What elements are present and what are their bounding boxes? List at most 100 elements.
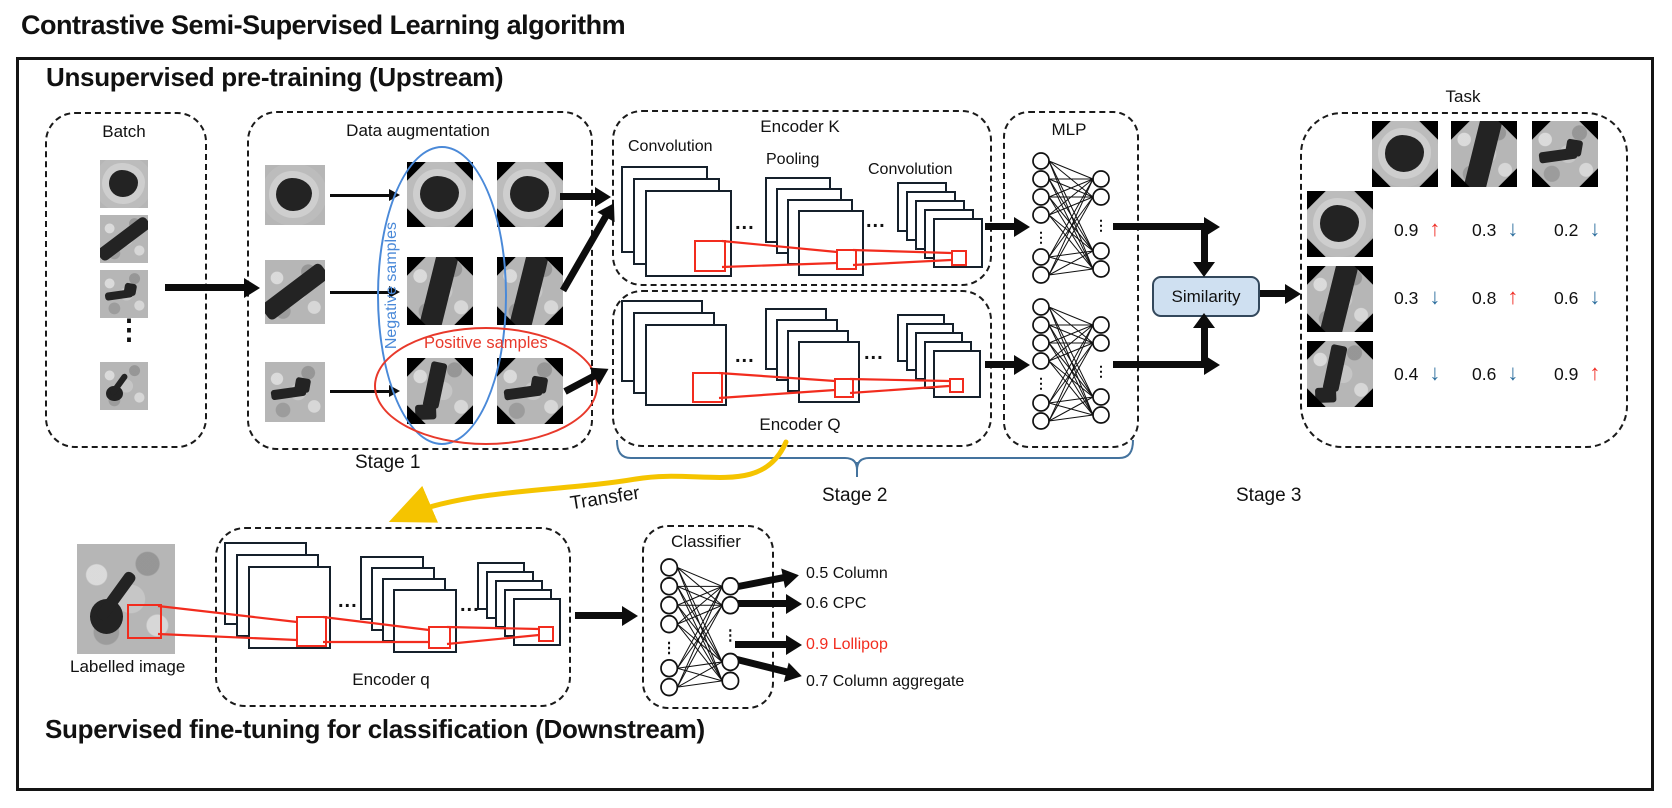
arrowhead-down-icon	[1193, 262, 1215, 277]
similarity-value: 0.8	[1472, 287, 1497, 308]
batch-box	[45, 112, 207, 448]
task-label: Task	[1445, 87, 1481, 106]
encoder-q-downstream-label: Encoder q	[352, 670, 430, 689]
similarity-value: 0.9	[1394, 219, 1419, 240]
arrow-mlp-bottom-vertical	[1201, 328, 1208, 368]
feature-map	[645, 324, 727, 406]
mlp-box	[1003, 111, 1139, 448]
classifier-output-label-2: 0.6 CPC	[806, 595, 867, 612]
batch-label: Batch	[102, 122, 146, 141]
classifier-box	[642, 525, 774, 709]
task-row-image-1	[1307, 191, 1373, 257]
arrow-up-icon: ↑	[1507, 284, 1519, 309]
batch-image-rod	[100, 215, 148, 263]
augmented-image-r1c2	[497, 162, 563, 227]
feature-map	[645, 190, 732, 277]
upstream-heading: Unsupervised pre-training (Upstream)	[46, 62, 504, 92]
task-box	[1300, 112, 1628, 448]
task-row-image-2	[1307, 266, 1373, 332]
similarity-value: 0.6	[1472, 363, 1497, 384]
crystal-fragment-shape	[1322, 343, 1348, 393]
receptive-field-box	[694, 240, 726, 272]
batch-ellipsis-dots: ⋮	[115, 314, 143, 345]
similarity-label: Similarity	[1171, 286, 1241, 306]
negative-samples-label: Negative samples	[383, 222, 400, 350]
arrow-augment-row2	[330, 291, 390, 294]
arrowhead-up-icon	[1193, 313, 1215, 328]
task-header-image-2	[1451, 121, 1517, 187]
encoder-k-ellipsis-2: ...	[866, 210, 886, 232]
encoder-k-convolution-right-label: Convolution	[868, 161, 953, 178]
page-title: Contrastive Semi-Supervised Learning alg…	[21, 10, 626, 40]
receptive-field-box	[951, 250, 967, 266]
augmentation-original-2	[265, 260, 325, 324]
arrow-up-icon: ↑	[1429, 216, 1441, 241]
crystal-rod-shape	[1318, 266, 1360, 332]
encoder-q-label: Encoder Q	[759, 415, 841, 434]
task-cell-r2c3: 0.6 ↓	[1554, 284, 1614, 312]
arrow-batch-to-augmentation	[165, 284, 245, 291]
crystal-rod-shape	[507, 257, 551, 325]
arrow-similarity-to-task	[1260, 290, 1286, 297]
augmented-image-r2c2	[497, 257, 563, 325]
crystal-rod-shape	[265, 261, 325, 323]
receptive-field-box	[428, 626, 451, 649]
crystal-rod-shape	[1462, 121, 1504, 187]
stage3-label: Stage 3	[1236, 485, 1302, 506]
arrow-mlp-top-horizontal	[1113, 223, 1205, 230]
classifier-output-label-3: 0.9 Lollipop	[806, 636, 888, 653]
receptive-field-box	[949, 378, 964, 393]
similarity-value: 0.3	[1394, 287, 1419, 308]
encoder-q-ellipsis-2: ...	[864, 342, 884, 364]
stage2-label: Stage 2	[822, 485, 888, 506]
task-cell-r2c2: 0.8 ↑	[1472, 284, 1532, 312]
similarity-value: 0.6	[1554, 287, 1579, 308]
crystal-blob-shape	[1384, 134, 1425, 172]
task-cell-r1c1: 0.9 ↑	[1394, 216, 1454, 244]
crystal-fragment-shape	[104, 289, 134, 301]
task-header-image-3	[1532, 121, 1598, 187]
batch-image-fragment	[100, 270, 148, 318]
augmentation-label: Data augmentation	[346, 121, 490, 140]
feature-map	[933, 218, 983, 268]
task-cell-r3c2: 0.6↓	[1472, 360, 1532, 388]
similarity-value: 0.4	[1394, 363, 1419, 384]
similarity-box: Similarity	[1152, 276, 1260, 317]
downstream-heading: Supervised fine-tuning for classificatio…	[45, 714, 705, 744]
encoder-q-downstream-ellipsis-2: ...	[460, 594, 480, 616]
stage1-label: Stage 1	[355, 452, 421, 473]
classifier-output-arrow-3	[735, 641, 787, 648]
similarity-value: 0.3	[1472, 219, 1497, 240]
crystal-blob-shape	[509, 175, 550, 213]
crystal-fragment-shape	[1538, 147, 1578, 164]
batch-image-lollipop	[100, 362, 148, 410]
task-row-image-3	[1307, 341, 1373, 407]
similarity-value: 0.9	[1554, 363, 1579, 384]
augmentation-original-1	[265, 165, 325, 225]
main-frame	[16, 57, 1654, 791]
encoder-k-pooling-label: Pooling	[766, 151, 820, 168]
arrow-augmentation-to-encoder-k-1	[560, 193, 596, 200]
arrow-encoder-q-to-mlp	[985, 361, 1015, 368]
arrow-encoder-q-to-classifier	[575, 612, 623, 619]
arrow-down-icon: ↓	[1589, 216, 1601, 241]
arrow-down-icon: ↓	[1507, 216, 1519, 241]
arrow-down-icon: ↓	[1429, 284, 1441, 309]
classifier-output-label-4: 0.7 Column aggregate	[806, 673, 965, 690]
classifier-output-arrow-2	[735, 600, 787, 607]
classifier-output-label-1: 0.5 Column	[806, 565, 888, 582]
arrow-up-icon: ↑	[1589, 360, 1601, 385]
receptive-field-box	[692, 372, 723, 403]
arrow-down-icon: ↓	[1589, 284, 1601, 309]
encoder-k-label: Encoder K	[760, 117, 840, 136]
task-cell-r1c3: 0.2↓	[1554, 216, 1614, 244]
encoder-k-ellipsis-1: ...	[735, 212, 755, 234]
crystal-blob-shape	[276, 177, 313, 212]
task-cell-r2c1: 0.3 ↓	[1394, 284, 1454, 312]
arrow-augment-row1	[330, 194, 390, 197]
encoder-k-box	[612, 110, 992, 286]
encoder-q-ellipsis-1: ...	[735, 345, 755, 367]
receptive-field-box	[538, 626, 554, 642]
arrow-encoder-k-to-mlp	[985, 223, 1015, 230]
